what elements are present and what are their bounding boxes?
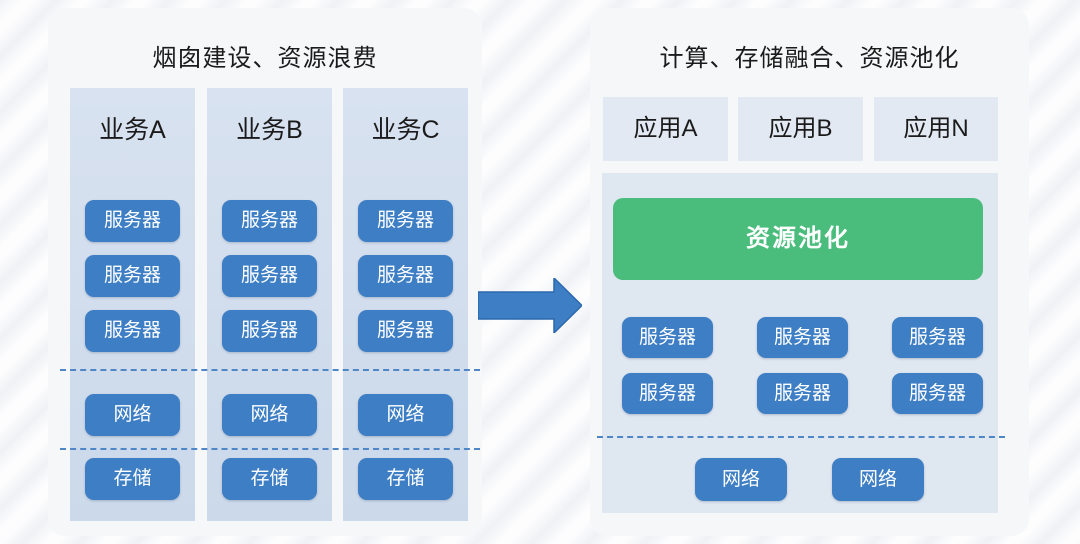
server-box: 服务器 (892, 373, 983, 414)
network-box: 网络 (358, 394, 453, 436)
server-box: 服务器 (222, 200, 317, 242)
server-box: 服务器 (358, 310, 453, 352)
divider-dashed-line (60, 448, 480, 450)
network-box: 网络 (85, 394, 180, 436)
server-box: 服务器 (358, 200, 453, 242)
silo-column-business-b: 业务B 服务器 服务器 服务器 网络 存储 (207, 88, 332, 521)
app-a-box: 应用A (603, 97, 728, 161)
server-box: 服务器 (358, 255, 453, 297)
server-box: 服务器 (892, 317, 983, 358)
business-a-label: 业务A (99, 116, 166, 144)
left-panel: 烟囱建设、资源浪费 业务A 服务器 服务器 服务器 网络 存储 业务B 服务器 … (48, 8, 482, 536)
silo-column-business-a: 业务A 服务器 服务器 服务器 网络 存储 (70, 88, 195, 521)
server-box: 服务器 (222, 310, 317, 352)
server-box: 服务器 (85, 310, 180, 352)
server-box: 服务器 (622, 373, 713, 414)
server-box: 服务器 (85, 200, 180, 242)
network-box: 网络 (832, 458, 924, 501)
business-c-label: 业务C (371, 116, 440, 144)
storage-box: 存储 (85, 458, 180, 500)
left-panel-title: 烟囱建设、资源浪费 (152, 45, 378, 72)
server-box: 服务器 (85, 255, 180, 297)
storage-box: 存储 (222, 458, 317, 500)
right-panel-title: 计算、存储融合、资源池化 (659, 45, 960, 72)
right-arrow-icon (477, 276, 584, 335)
resource-pool-box: 资源池化 (613, 198, 983, 280)
storage-box: 存储 (358, 458, 453, 500)
silo-column-business-c: 业务C 服务器 服务器 服务器 网络 存储 (343, 88, 468, 521)
divider-dashed-line (60, 369, 480, 371)
app-b-box: 应用B (738, 97, 863, 161)
business-b-label: 业务B (236, 116, 303, 144)
server-box: 服务器 (757, 317, 848, 358)
network-box: 网络 (222, 394, 317, 436)
server-box: 服务器 (222, 255, 317, 297)
resource-pool-container: 资源池化 服务器 服务器 服务器 服务器 服务器 服务器 网络 网络 (602, 173, 998, 513)
network-box: 网络 (695, 458, 787, 501)
divider-dashed-line (597, 436, 1005, 438)
app-n-box: 应用N (874, 97, 998, 161)
right-panel: 计算、存储融合、资源池化 应用A 应用B 应用N 资源池化 服务器 服务器 服务… (590, 8, 1029, 536)
transform-arrow (477, 276, 584, 335)
server-box: 服务器 (622, 317, 713, 358)
server-box: 服务器 (757, 373, 848, 414)
